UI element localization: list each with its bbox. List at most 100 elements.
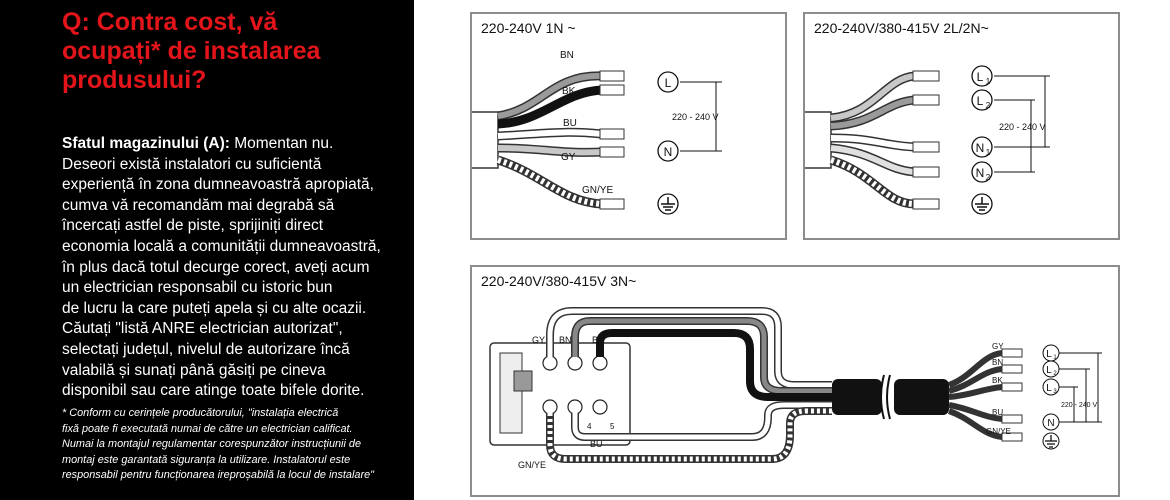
svg-text:1: 1: [986, 77, 991, 86]
wiring-diagram-3n: 220-240V/380-415V 3N~ GY BN BK 4 5 BU GN…: [470, 265, 1120, 497]
answer-line: un electrician responsabil cu istoric bu…: [62, 279, 333, 297]
answer-line: cumva vă recomandăm mai degrabă să: [62, 196, 335, 214]
screw: [567, 399, 583, 415]
block-number: 4: [587, 422, 592, 431]
wire-label: BK: [992, 376, 1003, 385]
cable-sheath: [894, 379, 949, 415]
wiring-diagram-2l2n: 220-240V/380-415V 2L/2N~ L 1: [803, 12, 1120, 240]
question-line: ocupați* de instalarea: [62, 37, 321, 65]
wire-label: BK: [562, 86, 576, 97]
ferrule: [599, 198, 625, 210]
cable-sheath: [805, 111, 832, 169]
diagram-2l2n-drawing: L 1 L 2 N 1 N 2 220 - 240 V: [805, 65, 1050, 215]
svg-text:L: L: [1046, 349, 1052, 360]
wire-label: BN: [992, 358, 1003, 367]
ferrule: [912, 141, 940, 153]
block-label: BN: [559, 335, 572, 345]
terminal-l: [657, 71, 679, 93]
svg-text:2: 2: [1053, 371, 1057, 377]
diagram-title: 220-240V/380-415V 3N~: [481, 273, 637, 289]
ferrule: [1001, 348, 1023, 358]
screw: [592, 355, 608, 371]
cable-sheath: [832, 379, 882, 415]
terminal-n: N: [1042, 413, 1060, 431]
ferrule: [912, 166, 940, 178]
wire: [947, 408, 1003, 440]
svg-text:N: N: [976, 166, 985, 180]
svg-text:1: 1: [1053, 355, 1057, 361]
svg-text:L: L: [977, 70, 984, 84]
terminal-l3: L 3: [1042, 378, 1060, 396]
answer-line: valabilă și sunați până găsiți pe cineva: [62, 361, 326, 379]
wire-label: BU: [992, 408, 1003, 417]
terminal-l1: L 1: [1042, 344, 1060, 362]
terminal-n: [657, 140, 679, 162]
answer-text: Sfatul magazinului (A): Momentan nu. Des…: [62, 134, 407, 402]
terminal-label: L: [665, 76, 672, 90]
earth-icon: [657, 193, 679, 215]
wire: [947, 350, 1003, 388]
voltage-label: 220 - 240 V: [999, 122, 1046, 132]
wire-label: GY: [992, 342, 1004, 351]
terminal-l2: L 2: [971, 89, 993, 111]
terminal-l2: L 2: [1042, 360, 1060, 378]
answer-label: Sfatul magazinului (A):: [62, 135, 230, 152]
voltage-label: 220 - 240 V: [1061, 402, 1098, 409]
ferrule: [599, 70, 625, 82]
screw: [542, 355, 558, 371]
voltage-label: 220 - 240 V: [672, 112, 719, 122]
block-number: 5: [610, 422, 615, 431]
terminal-n1: N 1: [971, 136, 993, 158]
wire-gnye: [496, 155, 603, 209]
ferrule: [1001, 382, 1023, 392]
footnote: * Conform cu cerințele producătorului, "…: [62, 407, 375, 482]
ferrule: [599, 146, 625, 158]
block-label: GN/YE: [518, 460, 546, 470]
ferrule: [599, 84, 625, 96]
ferrule: [912, 94, 940, 106]
wire: [948, 402, 1003, 422]
wire-bk: [497, 85, 603, 129]
wire: [948, 384, 1003, 400]
block-label: BU: [590, 439, 603, 449]
svg-text:N: N: [976, 141, 985, 155]
answer-line: Deseori există instalatori cu suficientă: [62, 155, 322, 173]
earth-icon: [1042, 432, 1060, 450]
svg-text:L: L: [1046, 383, 1052, 394]
screw: [567, 355, 583, 371]
earth-icon: [971, 193, 993, 215]
diagram-title: 220-240V/380-415V 2L/2N~: [814, 20, 989, 36]
wire-label: GN/YE: [582, 185, 613, 196]
answer-line: de lucru la care puteți apela și cu alte…: [62, 299, 367, 317]
wire: [948, 366, 1003, 394]
wire-label: GN/YE: [986, 427, 1011, 436]
answer-line: experiență în zona dumneavoastră apropia…: [62, 176, 374, 194]
diagram-title: 220-240V 1N ~: [481, 20, 576, 36]
terminal-label: N: [664, 145, 673, 159]
answer-line: economia locală a comunității dumneavoas…: [62, 237, 381, 255]
screw: [542, 399, 558, 415]
answer-line: selectați județul, nivelul de autorizare…: [62, 340, 350, 358]
terminal-l1: L 1: [971, 65, 993, 87]
question-line: produsului?: [62, 66, 207, 94]
cable-sheath: [472, 111, 499, 169]
question-line: Q: Contra cost, vă: [62, 8, 278, 36]
answer-line: disponibil sau care atinge toate bifele …: [62, 382, 365, 400]
answer-line: Căutați "listă ANRE electrician autoriza…: [62, 320, 343, 338]
ferrule: [912, 198, 940, 210]
diagram-3n-drawing: GY BN BK 4 5 BU GN/YE: [489, 307, 1102, 470]
wire-label: BU: [563, 118, 577, 129]
ferrule: [1001, 414, 1023, 424]
wiring-diagram-1n: 220-240V 1N ~ BN BK BU GY GN/YE L N 220 …: [470, 12, 787, 240]
svg-text:1: 1: [986, 148, 991, 157]
wire-bk: [596, 329, 832, 401]
svg-text:L: L: [1046, 365, 1052, 376]
svg-text:2: 2: [986, 173, 991, 182]
terminal-n2: N 2: [971, 161, 993, 183]
wire-label: GY: [561, 152, 576, 163]
ferrule: [1001, 432, 1023, 442]
ferrule: [599, 128, 625, 140]
svg-text:2: 2: [986, 101, 991, 110]
svg-text:L: L: [977, 94, 984, 108]
answer-line: încercați astfel de piste, sprijiniți di…: [62, 217, 324, 235]
